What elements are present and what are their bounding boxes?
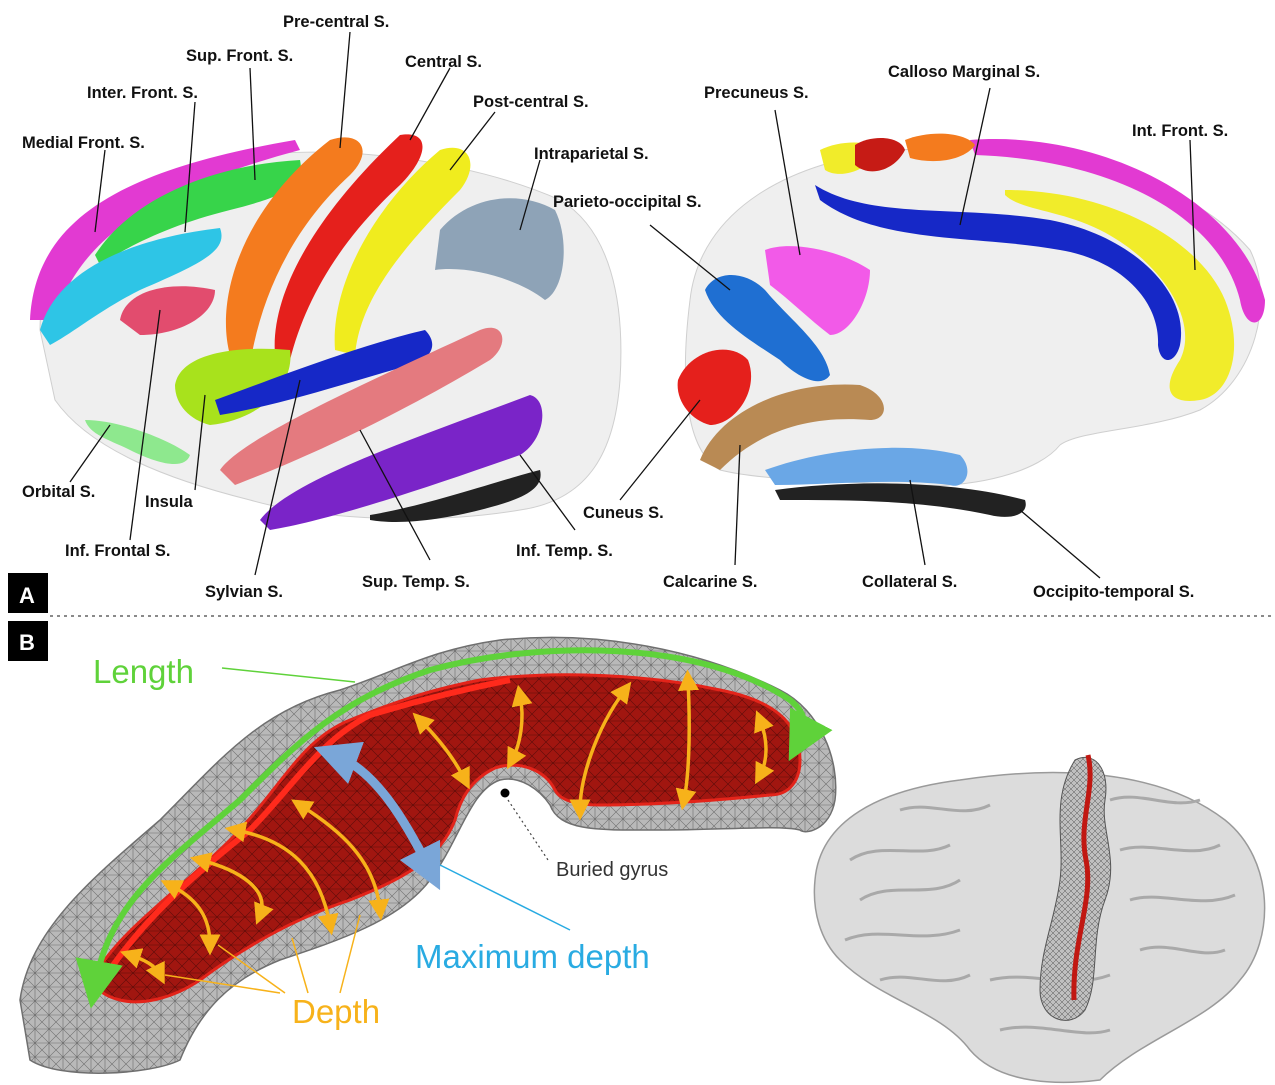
label-intraparietal: Intraparietal S. [534,145,649,163]
sulcus-occipito-temporal [775,483,1026,516]
buried-gyrus-marker [501,789,510,798]
label-collateral: Collateral S. [862,573,957,591]
label-inf-temp: Inf. Temp. S. [516,542,613,560]
label-orbital: Orbital S. [22,483,95,501]
label-sup-front: Sup. Front. S. [186,47,293,65]
svg-text:B: B [19,630,35,655]
buried-gyrus-leader [508,800,548,860]
brain-surface [814,773,1264,1083]
medial-brain [678,134,1265,517]
label-occipito-temporal: Occipito-temporal S. [1033,583,1194,601]
label-sylvian: Sylvian S. [205,583,283,601]
buried-gyrus-label: Buried gyrus [556,859,668,881]
label-precuneus: Precuneus S. [704,84,809,102]
label-central: Central S. [405,53,482,71]
whole-brain [814,755,1264,1082]
sulcus-mesh-model [20,637,836,1073]
label-postcentral: Post-central S. [473,93,589,111]
label-int-front: Int. Front. S. [1132,122,1228,140]
label-inter-front: Inter. Front. S. [87,84,198,102]
svg-text:A: A [19,583,35,608]
label-cuneus: Cuneus S. [583,504,664,522]
max-depth-label: Maximum depth [415,938,650,975]
max-depth-leader [440,865,570,930]
label-parieto-occipital: Parieto-occipital S. [553,193,702,211]
label-calcarine: Calcarine S. [663,573,757,591]
label-medial-front: Medial Front. S. [22,134,145,152]
depth-label: Depth [292,993,380,1030]
label-precentral: Pre-central S. [283,13,389,31]
badge-b: B [8,621,48,661]
label-insula: Insula [145,493,194,511]
length-label: Length [93,653,194,690]
length-leader [222,668,355,682]
label-calloso-marginal: Calloso Marginal S. [888,63,1040,81]
label-sup-temp: Sup. Temp. S. [362,573,470,591]
badge-a: A [8,573,48,613]
label-inf-frontal: Inf. Frontal S. [65,542,170,560]
